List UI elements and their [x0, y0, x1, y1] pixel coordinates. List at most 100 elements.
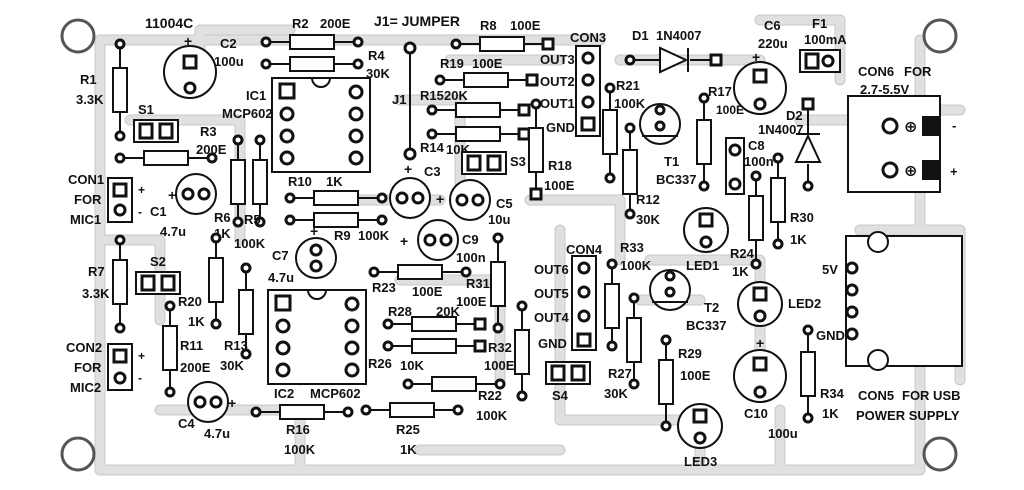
label-con1-for: FOR	[74, 192, 102, 207]
jumper-j1	[403, 41, 417, 161]
label-c8: C8	[748, 138, 765, 153]
label-c4: C4	[178, 416, 195, 431]
resistor-r20	[208, 232, 224, 330]
capacitor-c9: +	[400, 219, 459, 261]
label-con6-plus: +	[950, 164, 958, 179]
label-con2-for: FOR	[74, 360, 102, 375]
label-con3: CON3	[570, 30, 606, 45]
label-s4: S4	[552, 388, 569, 403]
resistor-r31	[490, 232, 506, 334]
svg-text:+: +	[756, 335, 764, 351]
resistor-r23	[368, 264, 472, 280]
label-r22-value: 100K	[476, 408, 508, 423]
label-r16: R16	[286, 422, 310, 437]
ic1-dip8	[271, 77, 371, 173]
resistor-r6	[230, 134, 246, 228]
resistor-r1	[112, 38, 128, 142]
connector-con1: +-	[107, 177, 145, 223]
svg-text:+: +	[404, 161, 412, 177]
label-c4-value: 4.7u	[204, 426, 230, 441]
label-ic1-part: MCP602	[222, 106, 273, 121]
label-c7-value: 4.7u	[268, 270, 294, 285]
mounting-hole-top-left	[60, 18, 96, 54]
label-r17: R17	[708, 84, 732, 99]
resistor-r14	[426, 126, 531, 142]
label-r22: R22	[478, 388, 502, 403]
resistor-r3	[114, 150, 218, 166]
connector-con4	[571, 255, 597, 351]
switch-s3	[461, 151, 507, 175]
label-r26: R26	[368, 356, 392, 371]
led-led1	[683, 207, 729, 253]
label-r5-value: 100K	[234, 236, 266, 251]
label-con5-for: FOR USB	[902, 388, 961, 403]
label-con5-5v: 5V	[822, 262, 838, 277]
label-c5-value: 10u	[488, 212, 510, 227]
led-led2	[737, 281, 783, 327]
label-c3: C3	[424, 164, 441, 179]
label-t1-part: BC337	[656, 172, 696, 187]
label-f1: F1	[812, 16, 827, 31]
label-c1-value: 4.7u	[160, 224, 186, 239]
label-r25-value: 1K	[400, 442, 417, 457]
svg-text:+: +	[168, 187, 176, 203]
label-r8: R8	[480, 18, 497, 33]
label-c6: C6	[764, 18, 781, 33]
connector-con5-usb	[845, 231, 963, 371]
label-con5-gnd: GND	[816, 328, 845, 343]
svg-text:+: +	[138, 349, 145, 363]
label-r27-value: 30K	[604, 386, 628, 401]
label-r2-value: 200E	[320, 16, 351, 31]
label-r17-value: 100E	[716, 103, 744, 117]
label-r8-value: 100E	[510, 18, 541, 33]
label-r19-value: 100E	[472, 56, 503, 71]
resistor-r28	[382, 316, 487, 332]
resistor-r32	[514, 300, 530, 402]
resistor-r15	[426, 102, 531, 118]
label-r9-value: 100K	[358, 228, 390, 243]
label-out1: OUT1	[540, 96, 575, 111]
svg-text:+: +	[184, 33, 192, 49]
label-ic-top: 11004C	[145, 15, 193, 31]
label-r14: R14	[420, 140, 445, 155]
label-d2: D2	[786, 108, 803, 123]
svg-text:⊕: ⊕	[904, 119, 917, 136]
label-r32-value: 100E	[484, 358, 515, 373]
label-r20: R20	[178, 294, 202, 309]
label-c5: C5	[496, 196, 513, 211]
label-s2: S2	[150, 254, 166, 269]
label-r3: R3	[200, 124, 217, 139]
resistor-r5	[252, 134, 268, 228]
resistor-r4	[260, 56, 364, 72]
label-con6-range: 2.7-5.5V	[860, 82, 909, 97]
resistor-r27	[626, 292, 642, 390]
label-r24-value: 1K	[732, 264, 749, 279]
label-r25: R25	[396, 422, 420, 437]
label-r23-value: 100E	[412, 284, 443, 299]
connector-con3	[575, 45, 601, 137]
label-con4: CON4	[566, 242, 603, 257]
resistor-r13	[238, 262, 254, 360]
label-r3-value: 200E	[196, 142, 227, 157]
label-con6-minus: -	[952, 118, 956, 133]
label-r29-value: 100E	[680, 368, 711, 383]
label-out3: OUT3	[540, 52, 575, 67]
label-out5: OUT5	[534, 286, 569, 301]
label-c1: C1	[150, 204, 167, 219]
label-r33: R33	[620, 240, 644, 255]
label-f1-value: 100mA	[804, 32, 847, 47]
label-s1: S1	[138, 102, 154, 117]
svg-text:+: +	[752, 49, 760, 65]
label-ic2: IC2	[274, 386, 294, 401]
label-s3: S3	[510, 154, 526, 169]
resistor-r8	[450, 36, 555, 52]
label-r33-value: 100K	[620, 258, 652, 273]
resistor-r26	[382, 338, 487, 354]
label-r11-value: 200E	[180, 360, 211, 375]
label-con2-mic: MIC2	[70, 380, 101, 395]
fuse-f1	[799, 49, 841, 73]
label-r7-value: 3.3K	[82, 286, 110, 301]
label-out2: OUT2	[540, 74, 575, 89]
resistor-r12	[622, 122, 638, 220]
